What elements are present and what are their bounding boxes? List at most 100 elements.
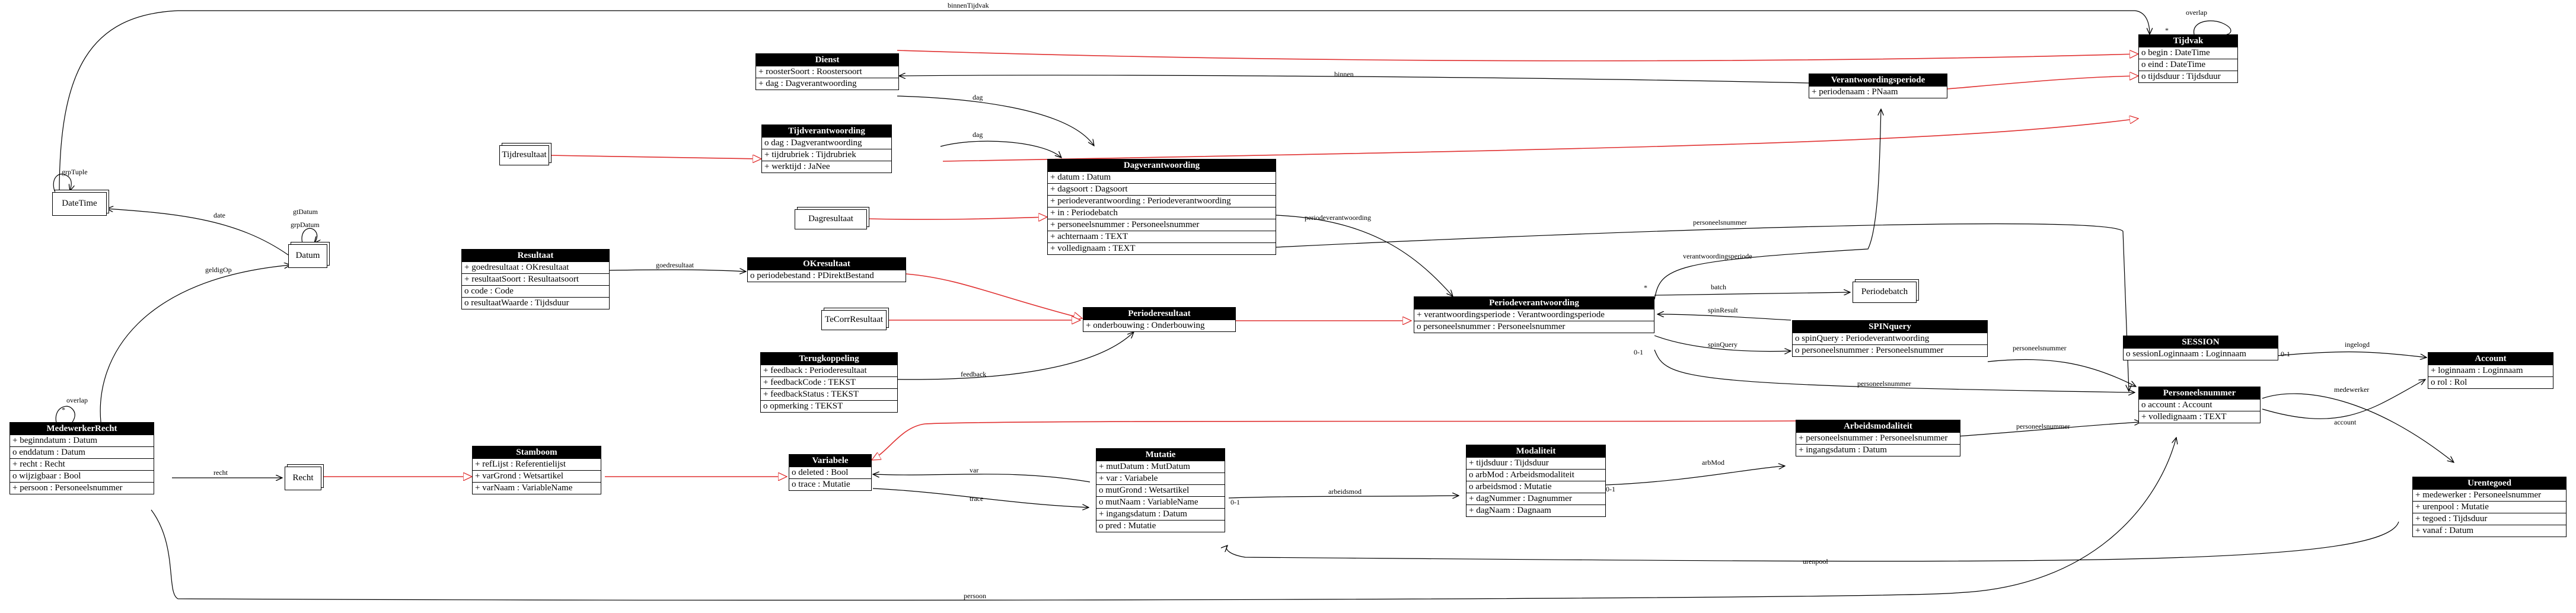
class-arbeidsmodaliteit[interactable]: Arbeidsmodaliteit + personeelsnummer : P… — [1796, 420, 1960, 456]
edge-medewerker — [2262, 393, 2454, 462]
class-attribute: o spinQuery : Periodeverantwoording — [1793, 333, 1987, 344]
class-okresultaat[interactable]: OKresultaat o periodebestand : PDirektBe… — [747, 257, 906, 282]
multiplicity-01-session: 0-1 — [2281, 350, 2290, 358]
class-verantwoordingsperiode[interactable]: Verantwoordingsperiode + periodenaam : P… — [1809, 74, 1947, 98]
class-attribute: + refLijst : Referentielijst — [473, 458, 601, 470]
class-attribute: + periodenaam : PNaam — [1809, 86, 1947, 98]
edge-arbeidsmod — [1228, 496, 1459, 498]
label-spinresult: spinResult — [1708, 306, 1738, 314]
edge-dag-dienst — [897, 95, 1094, 146]
class-dienst[interactable]: Dienst + roosterSoort : Roostersoort + d… — [755, 53, 899, 90]
class-spinquery[interactable]: SPINquery o spinQuery : Periodeverantwoo… — [1792, 320, 1988, 357]
label-grptuple: grpTuple — [62, 168, 88, 176]
label-personeelsnummer2: personeelsnummer — [1857, 379, 1911, 388]
class-attribute: + dag : Dagverantwoording — [756, 78, 898, 90]
label-urenpool: urenpool — [1803, 557, 1828, 566]
class-attribute: + periodeverantwoording : Periodeverantw… — [1048, 195, 1276, 207]
class-attribute: + datum : Datum — [1048, 171, 1276, 183]
association-edges — [53, 10, 2454, 601]
label-personeelsnummer3: personeelsnummer — [2013, 344, 2067, 352]
edge-account — [2262, 379, 2425, 419]
concept-datum[interactable]: Datum — [288, 244, 327, 268]
class-perioderesultaat[interactable]: Perioderesultaat + onderbouwing : Onderb… — [1083, 307, 1236, 332]
class-mutatie[interactable]: Mutatie + mutDatum : MutDatum + var : Va… — [1096, 448, 1225, 532]
class-attribute: + ingangsdatum : Datum — [1096, 508, 1225, 520]
class-attribute: o arbeidsmod : Mutatie — [1466, 481, 1605, 493]
edge-binnen — [899, 75, 1809, 84]
class-title: Dagverantwoording — [1048, 159, 1276, 171]
class-medewerkerrecht[interactable]: MedewerkerRecht + beginndatum : Datum o … — [9, 422, 154, 494]
class-attribute: o arbMod : Arbeidsmodaliteit — [1466, 469, 1605, 481]
label-date: date — [213, 211, 225, 219]
class-tijdvak[interactable]: Tijdvak o begin : DateTime o eind : Date… — [2138, 34, 2238, 83]
label-dag1: dag — [973, 93, 983, 101]
edge-personeelsnummer-dag — [1276, 223, 2129, 391]
gen-dagresultaat-dagverantwoording — [866, 217, 1047, 219]
edge-binnentijdvak — [59, 10, 2150, 193]
label-recht: recht — [213, 468, 228, 477]
class-attribute: + varNaam : VariableName — [473, 482, 601, 494]
class-title: Mutatie — [1096, 449, 1225, 461]
label-geldigop: geldigOp — [205, 266, 232, 274]
label-persoon: persoon — [964, 592, 986, 600]
class-attribute: + persoon : Personeelsnummer — [10, 482, 154, 494]
label-arbeidsmod: arbeidsmod — [1328, 487, 1362, 496]
label-spinquery: spinQuery — [1708, 340, 1737, 349]
class-attribute: + beginndatum : Datum — [10, 435, 154, 446]
concept-recht[interactable]: Recht — [285, 467, 321, 490]
concept-tijdresultaat[interactable]: Tijdresultaat — [499, 145, 549, 165]
edge-date — [107, 209, 289, 256]
class-attribute: + tijdsduur : Tijdsduur — [1466, 457, 1605, 469]
class-attribute: + feedbackStatus : TEKST — [761, 388, 897, 400]
class-attribute: o tijdsduur : Tijdsduur — [2139, 71, 2237, 82]
class-attribute: o trace : Mutatie — [789, 478, 871, 490]
label-binnentijdvak: binnenTijdvak — [948, 1, 989, 9]
edge-verantwoordingsperiode — [1654, 109, 1881, 300]
class-modaliteit[interactable]: Modaliteit + tijdsduur : Tijdsduur o arb… — [1466, 445, 1606, 517]
label-binnen: binnen — [1334, 70, 1354, 78]
label-goedresultaat: goedresultaat — [656, 261, 694, 269]
concept-datetime[interactable]: DateTime — [52, 192, 107, 216]
class-title: Periodeverantwoording — [1414, 297, 1654, 309]
class-periodeverantwoording[interactable]: Periodeverantwoording + verantwoordingsp… — [1414, 296, 1654, 333]
edge-arbmod — [1605, 466, 1785, 486]
edge-personeelsnummer-pv — [1654, 349, 2135, 392]
class-variabele[interactable]: Variabele o deleted : Bool o trace : Mut… — [789, 454, 872, 491]
edge-persoon — [151, 438, 2176, 601]
class-attribute: + in : Periodebatch — [1048, 207, 1276, 219]
class-attribute: + dagNummer : Dagnummer — [1466, 493, 1605, 505]
class-attribute: + roosterSoort : Roostersoort — [756, 66, 898, 78]
concept-periodebatch[interactable]: Periodebatch — [1853, 282, 1917, 303]
concept-dagresultaat[interactable]: Dagresultaat — [795, 209, 867, 229]
class-attribute: o code : Code — [462, 285, 609, 297]
edge-geldigop — [100, 265, 291, 423]
class-stamboom[interactable]: Stamboom + refLijst : Referentielijst + … — [472, 446, 601, 494]
class-title: Account — [2428, 353, 2553, 365]
class-attribute: + ingangsdatum : Datum — [1796, 444, 1960, 456]
class-resultaat[interactable]: Resultaat + goedresultaat : OKresultaat … — [461, 249, 610, 309]
edge-periodeverantwoording — [1276, 215, 1453, 296]
class-account[interactable]: Account + loginnaam : Loginnaam o rol : … — [2428, 352, 2553, 389]
class-attribute: + mutDatum : MutDatum — [1096, 461, 1225, 472]
class-tijdverantwoording[interactable]: Tijdverantwoording o dag : Dagverantwoor… — [761, 124, 892, 173]
label-overlap-tijdvak: overlap — [2186, 8, 2207, 17]
class-personeelsnummer[interactable]: Personeelsnummer o account : Account + v… — [2138, 387, 2261, 423]
label-personeelsnummer1: personeelsnummer — [1693, 218, 1747, 226]
edge-overlap-mw — [55, 406, 75, 423]
label-account: account — [2334, 418, 2357, 426]
class-attribute: o opmerking : TEKST — [761, 400, 897, 412]
class-urentegoed[interactable]: Urentegoed + medewerker : Personeelsnumm… — [2412, 477, 2567, 537]
class-terugkoppeling[interactable]: Terugkoppeling + feedback : Perioderesul… — [760, 352, 898, 413]
class-attribute: o resultaatWaarde : Tijdsduur — [462, 297, 609, 309]
multiplicity-01-modaliteit: 0-1 — [1606, 485, 1615, 493]
class-title: Verantwoordingsperiode — [1809, 74, 1947, 86]
concept-tecorrresultaat[interactable]: TeCorrResultaat — [821, 310, 887, 330]
edge-trace — [872, 488, 1089, 507]
class-title: Variabele — [789, 455, 871, 467]
class-attribute: + verantwoordingsperiode : Verantwoordin… — [1414, 309, 1654, 321]
class-dagverantwoording[interactable]: Dagverantwoording + datum : Datum + dags… — [1047, 159, 1276, 255]
class-attribute: + recht : Recht — [10, 458, 154, 470]
class-attribute: o dag : Dagverantwoording — [762, 137, 891, 149]
class-session[interactable]: SESSION o sessionLoginnaam : Loginnaam — [2123, 336, 2278, 360]
